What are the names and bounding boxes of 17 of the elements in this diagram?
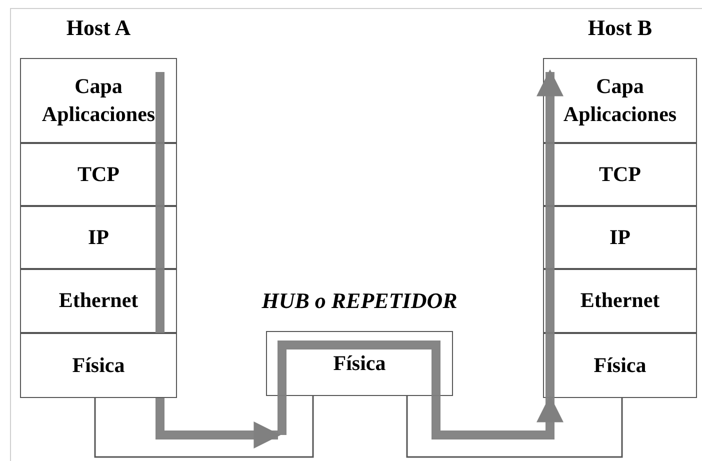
layer-box: Capa Aplicaciones [543, 58, 697, 143]
cable-line [94, 396, 314, 458]
layer-box: Física [20, 333, 177, 398]
flow-arrow [536, 69, 564, 206]
layer-box: Ethernet [543, 269, 697, 333]
flow-arrow [278, 340, 564, 440]
host-heading: Host B [586, 17, 654, 39]
layer-box: Capa Aplicaciones [20, 58, 177, 143]
layer-box: IP [20, 206, 177, 269]
device-label: HUB o REPETIDOR [260, 290, 458, 312]
layer-box: Ethernet [20, 269, 177, 333]
layer-box: TCP [20, 143, 177, 206]
cable-line [406, 396, 623, 458]
layer-box: IP [543, 206, 697, 269]
host-heading: Host A [65, 17, 132, 39]
layer-box: Física [543, 333, 697, 398]
layer-box: TCP [543, 143, 697, 206]
